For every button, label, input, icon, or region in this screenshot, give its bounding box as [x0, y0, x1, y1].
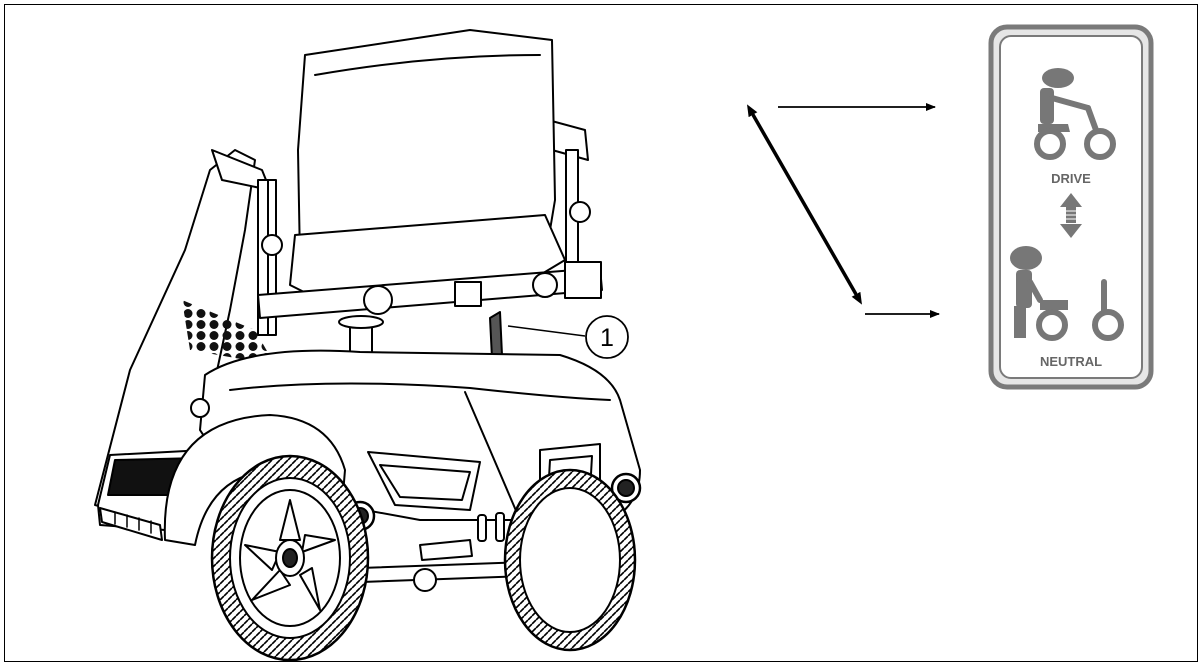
anti-tip-wheel-left	[413, 568, 437, 592]
armrest-post-left-inner	[267, 179, 277, 336]
seat-knob-right	[532, 272, 558, 298]
callout-number: 1	[600, 324, 614, 352]
axle-bracket	[419, 539, 473, 561]
drive-label: DRIVE	[1051, 171, 1091, 186]
indicator-arrows	[747, 103, 940, 318]
neutral-figure-icon	[1010, 246, 1124, 341]
rear-body-center-crease	[464, 391, 521, 521]
seat-frame-end-right	[564, 261, 602, 299]
double-arrow-icon	[1060, 193, 1082, 238]
seat-post-collar	[338, 315, 384, 329]
drive-neutral-sticker: DRIVE NEUTRAL	[988, 24, 1154, 390]
seat-frame-bracket	[454, 281, 482, 307]
armrest-knob-left	[261, 234, 283, 256]
wheel-spokes	[244, 499, 336, 611]
rear-fender-left	[163, 414, 346, 546]
seat-back-inner-edge	[314, 54, 541, 76]
seat-knob-center	[363, 285, 393, 315]
mobility-scooter-illustration	[94, 29, 642, 662]
double-arrow-diagonal	[747, 104, 862, 305]
freewheel-lever	[489, 311, 503, 359]
side-vent-holes	[182, 300, 275, 365]
callout-circle	[585, 315, 629, 359]
footboard-ribs	[114, 511, 152, 534]
reflector-side	[190, 398, 210, 418]
armrest-knob-right	[569, 201, 591, 223]
tail-light-left-inner	[379, 464, 471, 501]
drive-figure-icon	[1034, 68, 1116, 160]
neutral-label: NEUTRAL	[1040, 354, 1102, 369]
callout-leader-line	[507, 325, 586, 337]
rear-body-ridge	[229, 382, 611, 401]
